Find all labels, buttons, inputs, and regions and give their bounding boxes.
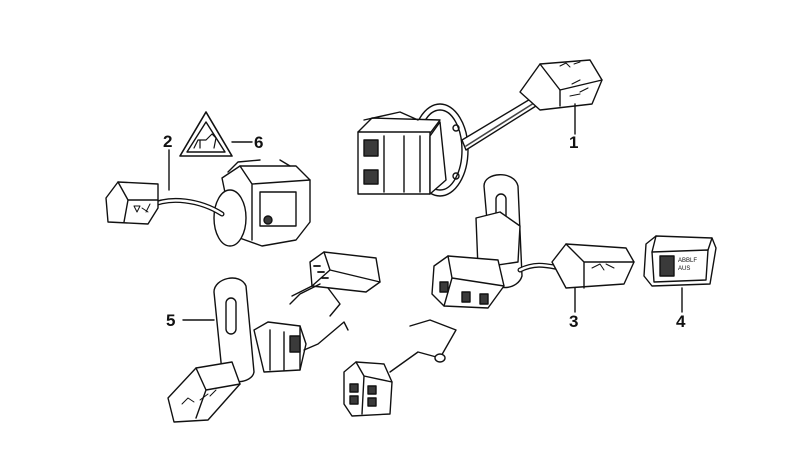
part-5-stalk-head: [167, 361, 241, 423]
part-3-stalk-edges: [565, 243, 635, 289]
part-3-pin-a: [439, 281, 449, 293]
part-1-body-slot-b: [363, 169, 379, 185]
part-1-stalk-switch: [357, 59, 603, 197]
part-3-pin-c: [479, 293, 489, 305]
part-4-face: [651, 249, 709, 283]
part-4-marking-line1: ABBLF: [678, 258, 698, 264]
part-4-switch-cap: [643, 235, 717, 287]
part-2-housing-edges: [239, 165, 311, 241]
plug-lower-wire-grommet: [434, 353, 446, 363]
part-6-hazard-switch: [179, 111, 253, 157]
part-5-connector: [253, 321, 307, 373]
part-5-bracket-slot: [225, 297, 237, 335]
part-1-stalk-head: [519, 59, 603, 111]
part-4-edges: [651, 235, 713, 253]
part-5-wire: [303, 321, 349, 351]
part-1-body-side: [429, 121, 447, 195]
part-5-connector-slot: [289, 335, 301, 353]
part-2-ring: [213, 189, 247, 247]
callout-6: 6: [254, 133, 264, 152]
plug-upper-wire-b: [327, 287, 341, 317]
part-1-screw-top: [452, 124, 460, 132]
part-2-stalk-edges: [117, 181, 159, 223]
callout-3: 3: [569, 312, 579, 331]
part-1-body-ribs: [383, 135, 421, 193]
part-3-stalk-head: [551, 243, 635, 289]
part-3-pin-b: [461, 291, 471, 303]
part-3-stalk-symbols: [591, 263, 615, 271]
part-2-turn-signal-stalk: [105, 159, 311, 247]
plug-upper-wire-c: [291, 285, 313, 297]
callout-4: 4: [676, 312, 686, 331]
plug-upper-edges: [311, 251, 381, 287]
part-1-body-clip: [363, 111, 419, 121]
part-1-rod-shade: [465, 102, 535, 147]
part-4-marking-line2: AUS: [678, 266, 691, 272]
part-2-housing-tabs: [227, 159, 291, 173]
plug-lower-edges: [355, 361, 393, 415]
part-1-body-slot-a: [363, 139, 379, 157]
plug-lower-wire: [389, 319, 457, 373]
part-2-housing-face: [259, 191, 297, 227]
part-2-stalk-symbols: [133, 203, 151, 213]
hazard-triangle-outer: [179, 111, 233, 157]
callout-2: 2: [163, 132, 173, 151]
part-2-housing-pin: [263, 215, 273, 225]
hazard-triangle-symbol: [193, 133, 217, 149]
part-1-screw-bottom: [452, 172, 460, 180]
connector-plug-upper: [289, 251, 381, 317]
part-5-stalk-edges: [195, 367, 241, 419]
plug-upper-pins: [313, 265, 329, 279]
callout-1: 1: [569, 133, 579, 152]
part-3-wiper-stalk: [431, 174, 635, 309]
plug-lower-pin-a: [349, 383, 359, 393]
plug-lower-pin-d: [367, 397, 377, 407]
connector-plug-lower: [343, 319, 457, 417]
callout-5: 5: [166, 311, 176, 330]
part-1-stalk-symbols: [569, 79, 589, 97]
part-4-window: [659, 255, 675, 277]
part-2-stalk-head: [105, 181, 159, 225]
plug-upper-wire-a: [289, 283, 321, 305]
part-5-stalk-symbols: [181, 389, 217, 405]
plug-lower-pin-b: [349, 395, 359, 405]
part-1-stalk-symbols-top: [559, 61, 581, 68]
plug-lower-pin-c: [367, 385, 377, 395]
part-5-cruise-stalk: [167, 277, 349, 423]
